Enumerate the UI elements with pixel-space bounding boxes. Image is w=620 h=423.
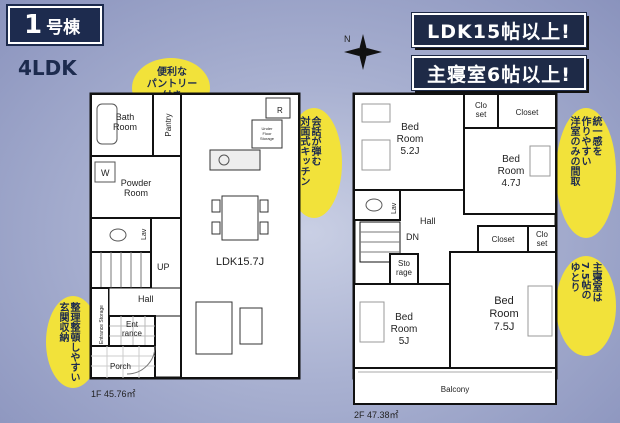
room-bed-1 (353, 93, 465, 191)
coffee-table-icon (239, 307, 263, 345)
plan-type: 4LDK (18, 56, 77, 80)
label-pantry: Pantry (164, 113, 173, 136)
label-washer: W (101, 168, 110, 178)
room-bed-3 (353, 283, 451, 369)
note-kitchen: 会話が弾む 対面式キッチン (298, 116, 320, 186)
bed-icon (361, 103, 391, 123)
note-bubble-master (556, 256, 616, 356)
room-hall-1f (108, 287, 182, 317)
label-refrigerator: R (277, 106, 283, 115)
room-lav-2f (353, 189, 401, 221)
label-closet-1b: Closet (516, 108, 539, 117)
bed-icon (529, 145, 551, 177)
label-dn: DN (406, 232, 419, 242)
toilet-icon (365, 198, 383, 212)
sink-icon (218, 154, 230, 166)
room-entrance (108, 315, 156, 347)
label-lav-1f: Lav (141, 228, 148, 240)
compass-icon: N (344, 34, 382, 70)
label-hall-1f: Hall (138, 294, 154, 304)
label-hall-2f: Hall (420, 216, 436, 226)
label-balcony: Balcony (441, 385, 469, 394)
bed-icon (361, 139, 391, 171)
area-1f: 1F 45.76㎡ (91, 389, 136, 399)
room-balcony (353, 367, 557, 405)
label-porch: Porch (110, 362, 131, 371)
room-porch (90, 345, 156, 379)
underfloor-storage (251, 119, 283, 149)
room-bed-2 (463, 127, 557, 215)
banner-ldk: LDK15帖以上! (412, 13, 586, 47)
stairs-1f (90, 251, 152, 289)
note-entrance-storage: 整理整頓しやすい 玄関収納 (57, 302, 79, 382)
unit-badge: 1 号棟 (8, 6, 102, 44)
unit-suffix: 号棟 (46, 17, 81, 38)
room-closet-1b (497, 93, 557, 129)
chair-icon (211, 199, 221, 213)
fridge-space (265, 97, 291, 119)
label-ldk: LDK15.7J (216, 256, 264, 268)
label-lav-2f: Lav (391, 202, 398, 214)
toilet-icon (109, 228, 127, 242)
room-closet-1a (463, 93, 499, 129)
unit-number: 1 (24, 10, 43, 40)
label-entrance-storage: Entrance Storage (99, 305, 105, 344)
room-closet-2b (527, 225, 557, 253)
chair-icon (259, 221, 269, 235)
bed-icon (527, 285, 553, 337)
label-closet-2a: Closet (492, 235, 515, 244)
door-icon (126, 345, 156, 375)
bed-icon (359, 301, 385, 343)
label-up: UP (157, 262, 170, 272)
room-toilet (90, 217, 152, 253)
banner-master-bedroom: 主寝室6帖以上! (412, 56, 586, 90)
washer-icon (94, 161, 116, 183)
note-closet: 統一感を 作りやすい 洋室のみの間取 (568, 116, 601, 186)
note-bubble-closet (556, 108, 616, 238)
chair-icon (211, 221, 221, 235)
sofa-icon (195, 301, 233, 355)
compass-label: N (344, 34, 351, 44)
dining-table-icon (221, 195, 259, 241)
kitchen-counter (209, 149, 261, 171)
note-master: 主寝室は 7.5帖の ゆとり (568, 262, 601, 302)
area-2f: 2F 47.38㎡ (354, 410, 399, 420)
bathtub-icon (96, 103, 118, 145)
chair-icon (259, 199, 269, 213)
